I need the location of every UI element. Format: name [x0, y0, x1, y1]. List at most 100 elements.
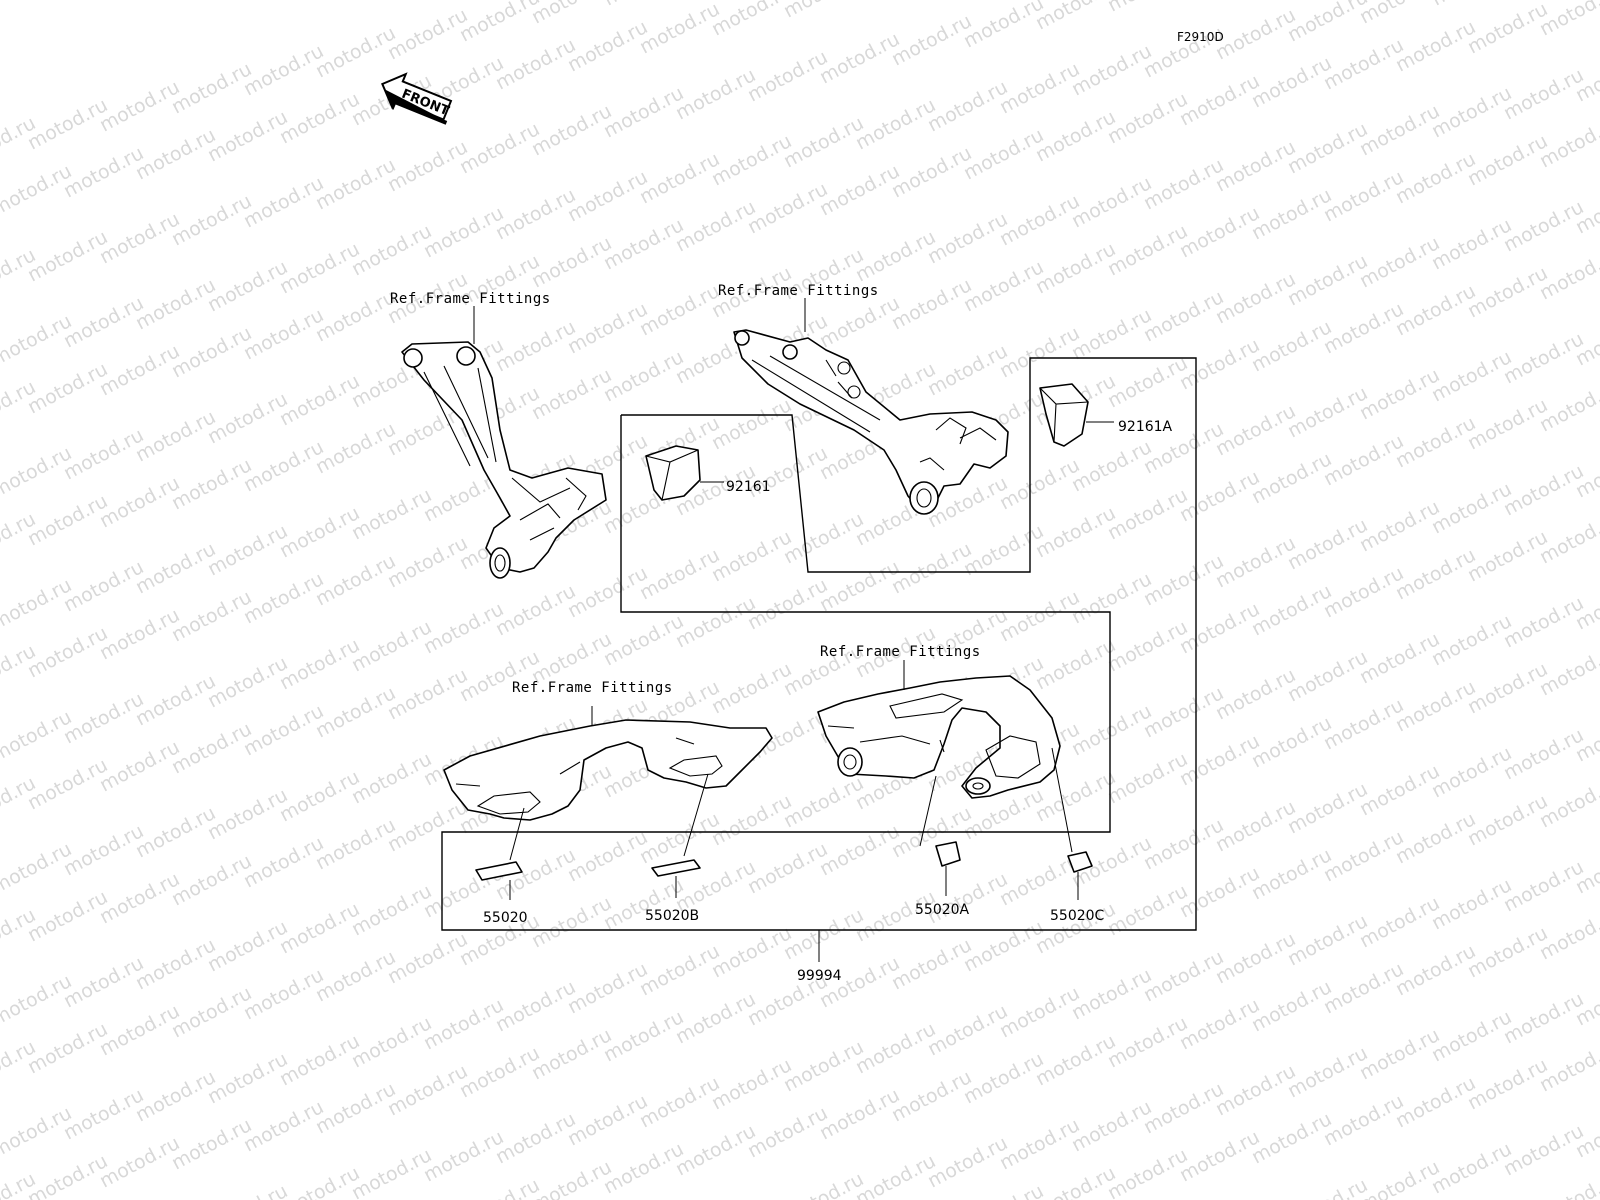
- watermark-text: motod.ru: [96, 472, 183, 532]
- watermark-text: motod.ru: [276, 634, 363, 694]
- watermark-text: motod.ru: [1248, 844, 1335, 904]
- watermark-text: motod.ru: [204, 1180, 291, 1200]
- part-92161A: [1039, 383, 1089, 447]
- watermark-text: motod.ru: [744, 178, 831, 238]
- watermark-text: motod.ru: [960, 124, 1047, 184]
- watermark-text: motod.ru: [492, 184, 579, 244]
- part-number-55020: 55020: [483, 910, 528, 926]
- watermark-text: motod.ru: [132, 406, 219, 466]
- watermark-text: motod.ru: [708, 1054, 795, 1114]
- watermark-text: motod.ru: [1500, 328, 1587, 388]
- watermark-text: motod.ru: [276, 502, 363, 562]
- part-number-55020B: 55020B: [645, 908, 699, 924]
- watermark-text: motod.ru: [636, 544, 723, 604]
- watermark-text: motod.ru: [1284, 1042, 1371, 1102]
- rear-right-footpeg-bracket: [817, 675, 1061, 799]
- watermark-text: motod.ru: [1320, 430, 1407, 490]
- watermark-text: motod.ru: [1428, 1138, 1515, 1198]
- watermark-text: motod.ru: [1212, 532, 1299, 592]
- watermark-text: motod.ru: [456, 1042, 543, 1102]
- watermark-text: motod.ru: [312, 550, 399, 610]
- watermark-text: motod.ru: [888, 142, 975, 202]
- watermark-text: motod.ru: [708, 922, 795, 982]
- watermark-text: motod.ru: [1104, 880, 1191, 940]
- watermark-text: motod.ru: [1392, 1072, 1479, 1132]
- watermark-text: motod.ru: [384, 796, 471, 856]
- watermark-text: motod.ru: [132, 802, 219, 862]
- watermark-text: motod.ru: [708, 658, 795, 718]
- watermark-text: motod.ru: [1428, 214, 1515, 274]
- watermark-text: motod.ru: [1500, 1120, 1587, 1180]
- watermark-text: motod.ru: [60, 424, 147, 484]
- watermark-text: motod.ru: [240, 1096, 327, 1156]
- watermark-text: motod.ru: [1500, 460, 1587, 520]
- watermark-text: motod.ru: [24, 622, 111, 682]
- front-left-footpeg-bracket: [401, 341, 607, 579]
- watermark-text: motod.ru: [24, 886, 111, 946]
- watermark-text: motod.ru: [1356, 1024, 1443, 1084]
- watermark-text: motod.ru: [1104, 616, 1191, 676]
- watermark-text: motod.ru: [852, 226, 939, 286]
- watermark-text: motod.ru: [24, 754, 111, 814]
- watermark-text: motod.ru: [240, 436, 327, 496]
- watermark-text: motod.ru: [528, 232, 615, 292]
- watermark-text: motod.ru: [1356, 496, 1443, 556]
- watermark-text: motod.ru: [1536, 1168, 1600, 1200]
- watermark-text: motod.ru: [1284, 646, 1371, 706]
- watermark-text: motod.ru: [924, 208, 1011, 268]
- watermark-text: motod.ru: [1176, 466, 1263, 526]
- watermark-text: motod.ru: [96, 1132, 183, 1192]
- watermark-text: motod.ru: [1176, 862, 1263, 922]
- watermark-text: motod.ru: [1032, 106, 1119, 166]
- watermark-text: motod.ru: [528, 1024, 615, 1084]
- watermark-text: motod.ru: [132, 274, 219, 334]
- watermark-text: motod.ru: [420, 994, 507, 1054]
- watermark-text: motod.ru: [960, 1180, 1047, 1200]
- watermark-text: motod.ru: [168, 850, 255, 910]
- watermark-text: motod.ru: [312, 286, 399, 346]
- watermark-text: motod.ru: [564, 166, 651, 226]
- watermark-text: motod.ru: [1464, 0, 1551, 58]
- watermark-text: motod.ru: [96, 604, 183, 664]
- watermark-text: motod.ru: [672, 1120, 759, 1180]
- watermark-text: motod.ru: [1464, 1054, 1551, 1114]
- watermark-text: motod.ru: [132, 538, 219, 598]
- watermark-text: motod.ru: [888, 274, 975, 334]
- watermark-text: motod.ru: [1392, 280, 1479, 340]
- watermark-text: motod.ru: [1356, 628, 1443, 688]
- watermark-text: motod.ru: [708, 526, 795, 586]
- watermark-text: motod.ru: [1212, 1060, 1299, 1120]
- watermark-text: motod.ru: [1464, 922, 1551, 982]
- watermark-text: motod.ru: [312, 946, 399, 1006]
- watermark-text: motod.ru: [1104, 1012, 1191, 1072]
- watermark-text: motod.ru: [564, 1090, 651, 1150]
- watermark-text: motod.ru: [1248, 712, 1335, 772]
- watermark-text: motod.ru: [1428, 610, 1515, 670]
- watermark-text: motod.ru: [744, 46, 831, 106]
- watermark-text: motod.ru: [816, 1084, 903, 1144]
- watermark-text: motod.ru: [1428, 82, 1515, 142]
- watermark-text: motod.ru: [852, 0, 939, 4]
- watermark-text: motod.ru: [384, 532, 471, 592]
- watermark-text: motod.ru: [780, 0, 867, 22]
- watermark-text: motod.ru: [672, 592, 759, 652]
- watermark-text: motod.ru: [456, 118, 543, 178]
- watermark-text: motod.ru: [924, 76, 1011, 136]
- part-55020C: [1067, 851, 1093, 873]
- watermark-text: motod.ru: [96, 208, 183, 268]
- watermark-text: motod.ru: [348, 220, 435, 280]
- front-arrow-icon: FRONT: [381, 72, 453, 125]
- watermark-text: motod.ru: [1428, 478, 1515, 538]
- watermark-text: motod.ru: [528, 100, 615, 160]
- watermark-text: motod.ru: [1176, 1126, 1263, 1186]
- watermark-text: motod.ru: [276, 88, 363, 148]
- watermark-text: motod.ru: [60, 1084, 147, 1144]
- watermark-text: motod.ru: [1104, 352, 1191, 412]
- watermark-text: motod.ru: [1428, 742, 1515, 802]
- watermark-text: motod.ru: [708, 130, 795, 190]
- watermark-text: motod.ru: [456, 646, 543, 706]
- watermark-text: motod.ru: [1104, 88, 1191, 148]
- part-55020B: [651, 859, 701, 877]
- watermark-text: motod.ru: [1464, 526, 1551, 586]
